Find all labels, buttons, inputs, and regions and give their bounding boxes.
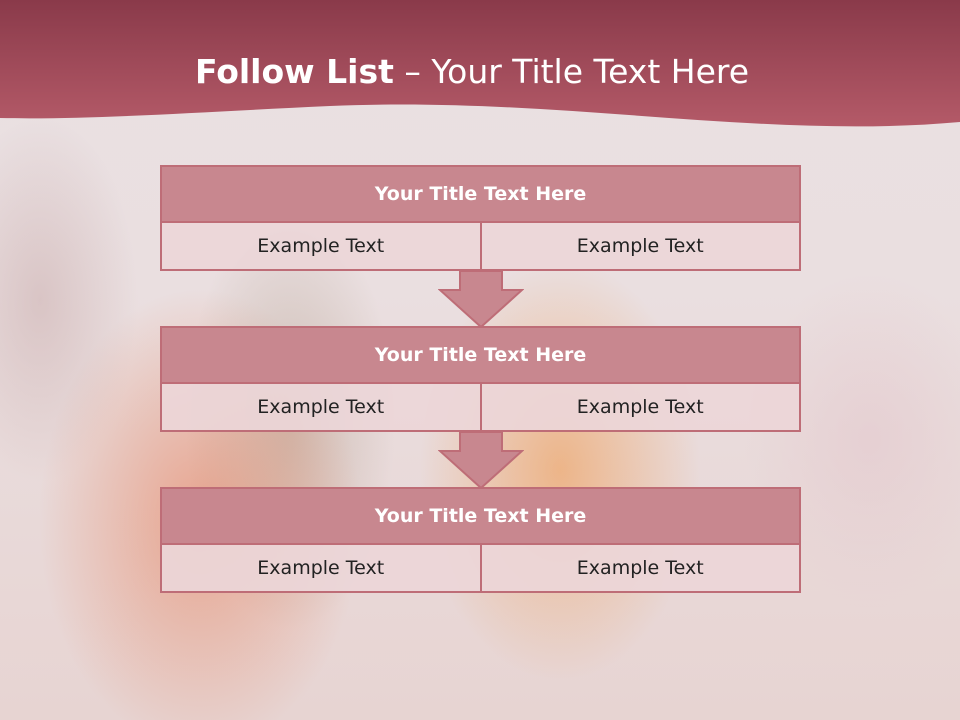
block-row: Example Text Example Text [162,545,799,591]
block-cell-right: Example Text [479,384,799,430]
block-row: Example Text Example Text [162,384,799,430]
block-cell-right: Example Text [479,223,799,269]
block-cell-left: Example Text [162,223,480,269]
header-banner [0,0,960,127]
list-block-2: Your Title Text Here Example Text Exampl… [160,326,801,432]
block-cell-left: Example Text [162,545,480,591]
down-arrow-icon [438,270,524,328]
list-block-1: Your Title Text Here Example Text Exampl… [160,165,801,271]
down-arrow-icon [438,431,524,489]
slide-title: Follow List – Your Title Text Here [0,52,944,91]
block-title: Your Title Text Here [162,489,799,545]
block-title: Your Title Text Here [162,328,799,384]
block-cell-right: Example Text [479,545,799,591]
block-title: Your Title Text Here [162,167,799,223]
slide-title-bold: Follow List [194,52,394,91]
block-cell-left: Example Text [162,384,480,430]
list-block-3: Your Title Text Here Example Text Exampl… [160,487,801,593]
slide-title-rest: – Your Title Text Here [393,52,750,91]
block-row: Example Text Example Text [162,223,799,269]
